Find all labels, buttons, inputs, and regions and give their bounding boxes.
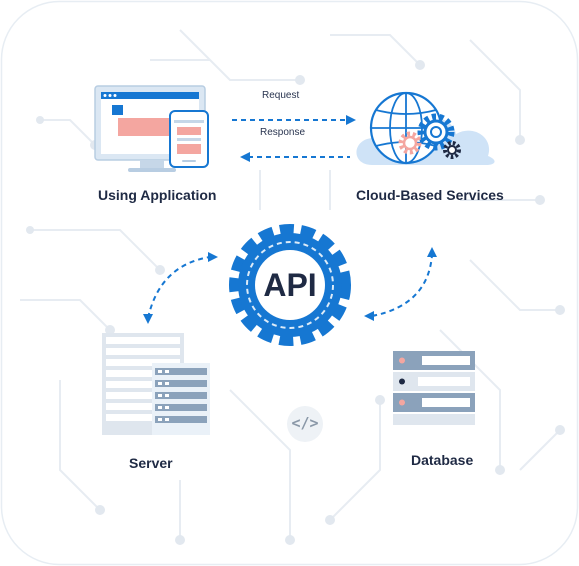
api-app-arrow bbox=[143, 252, 218, 324]
response-label: Response bbox=[260, 127, 306, 138]
gears-icon bbox=[398, 113, 461, 159]
code-icon bbox=[287, 406, 323, 442]
request-label: Request bbox=[262, 90, 300, 101]
circuit-nodes bbox=[26, 60, 565, 545]
cloud-globe-icon bbox=[356, 91, 495, 165]
api-cloud-database-arrow bbox=[364, 247, 437, 321]
request-arrow bbox=[232, 115, 356, 125]
app-label: Using Application bbox=[98, 187, 217, 203]
api-gear bbox=[229, 224, 351, 346]
database-icon bbox=[393, 351, 475, 425]
database-label: Database bbox=[411, 452, 474, 468]
server-icon bbox=[102, 333, 210, 435]
server-label: Server bbox=[129, 455, 173, 471]
code-symbol: </> bbox=[291, 414, 319, 432]
api-label: API bbox=[263, 267, 317, 303]
response-arrow bbox=[240, 152, 350, 162]
circuit-background bbox=[20, 29, 561, 540]
monitor-phone-icon bbox=[94, 85, 209, 172]
cloud-label: Cloud-Based Services bbox=[356, 187, 504, 203]
